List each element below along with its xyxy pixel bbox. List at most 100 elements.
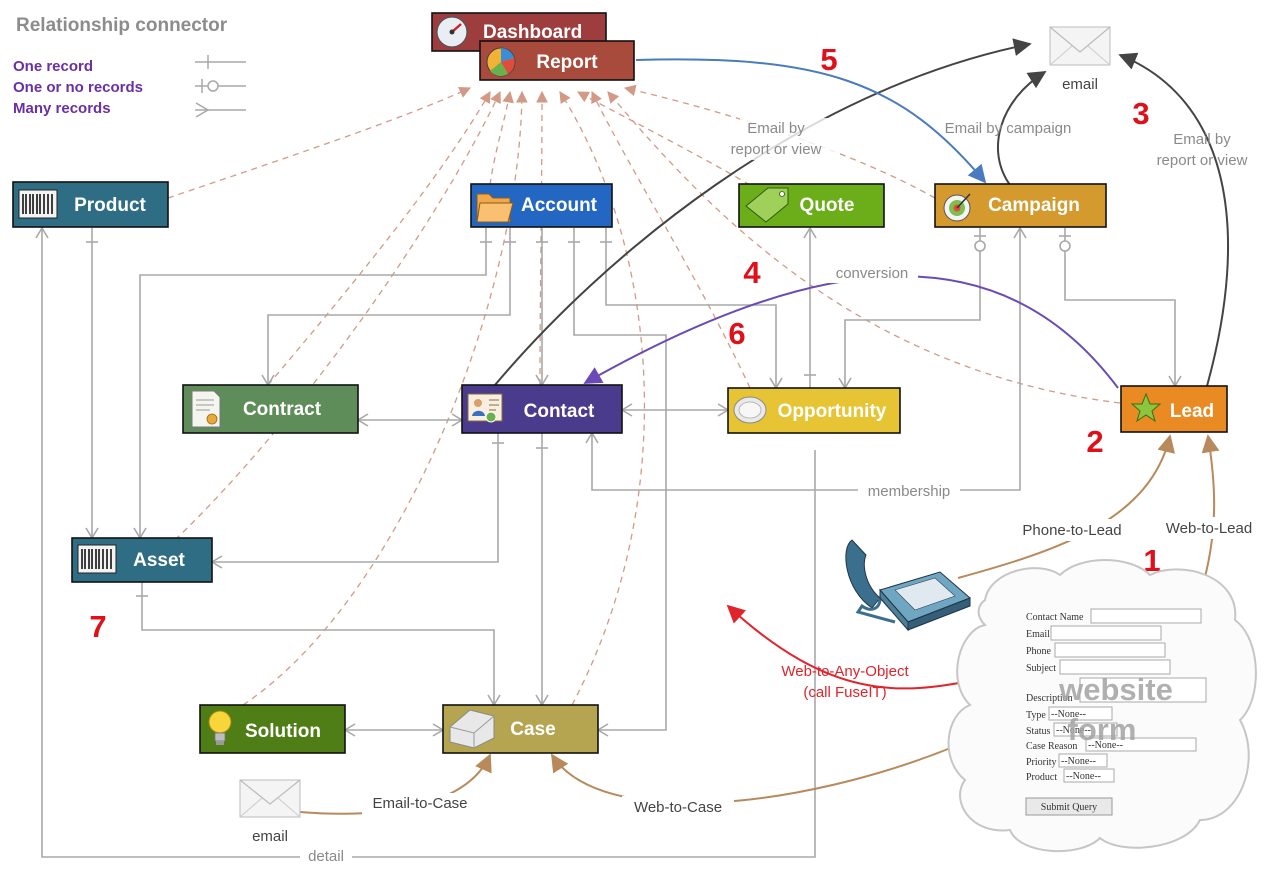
node-contract[interactable]: Contract <box>182 384 359 434</box>
form-label-status: Status <box>1026 726 1051 737</box>
pie-chart-icon <box>486 47 516 77</box>
product-select[interactable] <box>1063 768 1115 783</box>
phone-input[interactable] <box>1054 642 1166 658</box>
label-conversion: conversion <box>836 265 909 282</box>
subject-input[interactable] <box>1059 659 1171 675</box>
node-campaign[interactable]: Campaign <box>934 183 1107 228</box>
phone-icon <box>845 539 971 632</box>
label-web-to-any-object: Web-to-Any-Object <box>781 663 909 680</box>
gauge-icon <box>436 16 468 48</box>
node-solution[interactable]: Solution <box>199 704 346 754</box>
node-label-solution: Solution <box>245 721 321 742</box>
id-card-icon <box>467 393 503 423</box>
price-tag-icon <box>745 187 789 223</box>
form-label-description: Description <box>1026 693 1073 704</box>
label-phone-to-lead: Phone-to-Lead <box>1022 522 1121 539</box>
node-label-contract: Contract <box>243 399 322 420</box>
node-label-opportunity: Opportunity <box>778 401 887 422</box>
barcode-icon <box>18 189 58 219</box>
label-email-by-report-right-1: Email by <box>1173 131 1231 148</box>
folder-icon <box>476 193 514 223</box>
step-number-6: 6 <box>728 316 745 351</box>
label-call-fuseit: (call FuseIT) <box>803 684 886 701</box>
label-email-by-report-right-2: report or view <box>1157 152 1248 169</box>
briefcase-icon <box>449 709 495 749</box>
label-membership: membership <box>868 483 951 500</box>
legend-item-one-record: One record <box>13 58 93 75</box>
step-number-7: 7 <box>89 609 106 644</box>
status-select[interactable] <box>1053 722 1118 737</box>
node-label-product: Product <box>74 195 146 216</box>
priority-select[interactable] <box>1058 753 1108 768</box>
flow-arrows <box>299 38 1229 815</box>
barcode-icon <box>77 544 117 574</box>
node-label-contact: Contact <box>524 401 595 422</box>
priority-select-value: --None-- <box>1061 756 1096 767</box>
node-label-asset: Asset <box>133 550 185 571</box>
step-number-2: 2 <box>1086 424 1103 459</box>
step-number-5: 5 <box>820 42 837 77</box>
node-asset[interactable]: Asset <box>71 537 213 583</box>
envelope-icon <box>239 779 301 818</box>
legend: Relationship connector One record One or… <box>13 15 246 118</box>
line-labels: Email by report or view Email by campaig… <box>300 118 1262 866</box>
label-web-to-case: Web-to-Case <box>634 799 722 816</box>
website-form: Contact Name Email Phone Subject Descrip… <box>1025 608 1207 816</box>
form-label-contact-name: Contact Name <box>1026 612 1084 623</box>
star-person-icon <box>1130 392 1162 423</box>
website-form-cloud <box>947 559 1257 853</box>
label-detail: detail <box>308 848 344 865</box>
node-lead[interactable]: Lead <box>1120 385 1228 433</box>
node-quote[interactable]: Quote <box>738 183 885 228</box>
envelope-icon <box>1049 26 1111 66</box>
node-label-dashboard: Dashboard <box>483 22 582 43</box>
node-case[interactable]: Case <box>442 704 599 754</box>
label-email-bottom: email <box>252 828 288 845</box>
node-contact[interactable]: Contact <box>461 384 623 434</box>
form-label-case-reason: Case Reason <box>1026 741 1077 752</box>
submit-query-button[interactable] <box>1025 797 1113 816</box>
label-web-to-lead: Web-to-Lead <box>1166 520 1252 537</box>
legend-one-or-no-symbol <box>195 79 246 93</box>
lightbulb-icon <box>208 710 232 745</box>
product-select-value: --None-- <box>1066 771 1101 782</box>
form-label-subject: Subject <box>1026 663 1056 674</box>
node-report[interactable]: Report <box>479 40 635 81</box>
coin-icon <box>733 396 767 424</box>
node-label-campaign: Campaign <box>988 195 1080 216</box>
relationship-lines <box>35 226 1182 858</box>
form-label-product: Product <box>1026 772 1057 783</box>
node-label-lead: Lead <box>1170 401 1214 422</box>
legend-item-one-or-no-records: One or no records <box>13 79 143 96</box>
node-product[interactable]: Product <box>12 181 169 228</box>
description-textarea[interactable] <box>1079 677 1207 703</box>
step-numbers: 1 2 3 4 5 6 7 <box>89 42 1160 644</box>
target-icon <box>943 193 971 222</box>
case-reason-select-value: --None-- <box>1088 740 1123 751</box>
case-reason-select[interactable] <box>1085 737 1197 752</box>
contact-name-input[interactable] <box>1090 608 1202 624</box>
label-email-by-report-left-1: Email by <box>747 120 805 137</box>
step-number-1: 1 <box>1143 543 1160 578</box>
legend-one-record-symbol <box>195 55 246 69</box>
type-select-value: --None-- <box>1051 709 1086 720</box>
website-form-overlay-2: form <box>1068 712 1137 747</box>
node-opportunity[interactable]: Opportunity <box>727 387 901 434</box>
type-select[interactable] <box>1048 706 1113 721</box>
form-label-type: Type <box>1026 710 1046 721</box>
node-account[interactable]: Account <box>470 183 613 228</box>
label-email-to-case: Email-to-Case <box>372 795 467 812</box>
label-email-by-report-left-2: report or view <box>731 141 822 158</box>
node-label-quote: Quote <box>800 195 855 216</box>
legend-many-symbol <box>195 102 246 118</box>
label-email-top: email <box>1062 76 1098 93</box>
label-email-by-campaign: Email by campaign <box>945 120 1072 137</box>
form-label-phone: Phone <box>1026 646 1052 657</box>
form-label-email: Email <box>1026 629 1050 640</box>
legend-title: Relationship connector <box>16 15 228 36</box>
legend-item-many-records: Many records <box>13 100 111 117</box>
node-label-account: Account <box>521 195 598 216</box>
node-label-case: Case <box>510 719 555 740</box>
submit-query-label: Submit Query <box>1041 802 1097 813</box>
email-input[interactable] <box>1050 625 1162 641</box>
